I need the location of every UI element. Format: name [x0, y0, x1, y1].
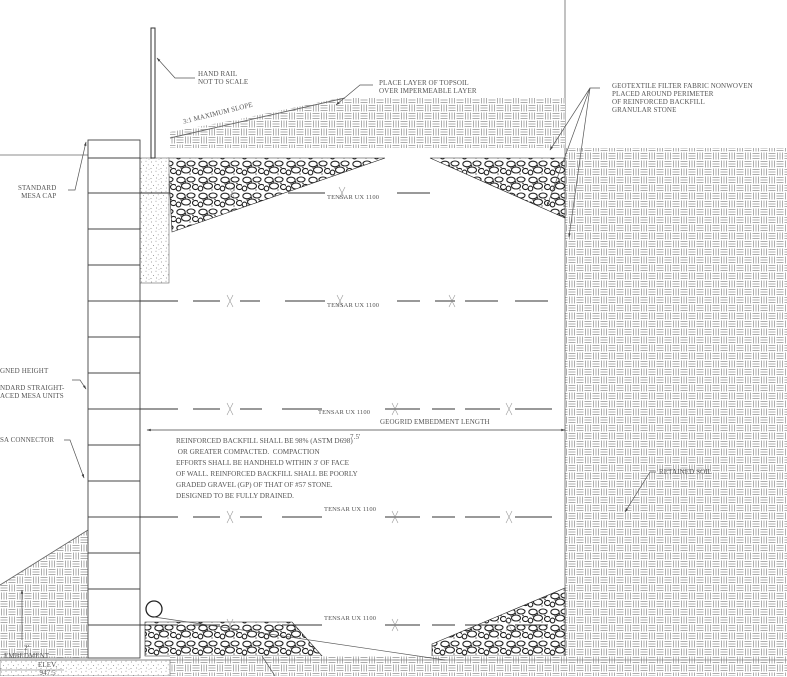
geogrid-label-2: TENSAR UX 1100: [327, 302, 380, 309]
embedment-length-value: 7.5': [350, 433, 361, 441]
geogrid-label-5: TENSAR UX 1100: [324, 615, 377, 622]
geogrid-label-1: TENSAR UX 1100: [327, 194, 380, 201]
drain-pipe: [145, 600, 446, 661]
hand-rail-label: HAND RAIL NOT TO SCALE: [198, 70, 249, 86]
geogrid-layers: [140, 192, 552, 626]
geogrid-markers: [226, 186, 513, 632]
leader-lines: [20, 57, 656, 676]
topsoil-layer: [169, 97, 565, 148]
geogrid-label-4: TENSAR UX 1100: [324, 506, 377, 513]
connector-label: SA CONNECTOR: [0, 436, 55, 444]
designed-height-label: GNED HEIGHT: [0, 367, 49, 375]
geogrid-label-3: TENSAR UX 1100: [318, 409, 371, 416]
foundation-soil: [0, 656, 787, 676]
topsoil-label: PLACE LAYER OF TOPSOIL OVER IMPERMEABLE …: [379, 79, 477, 95]
embedment-length-label: GEOGRID EMBEDMENT LENGTH: [380, 418, 490, 426]
elevation-label: ELEV. 947.5: [38, 661, 58, 677]
hand-rail: [150, 27, 156, 159]
front-slope: [0, 154, 89, 671]
embedment-depth-label: 2' EMBEDMENT: [4, 644, 50, 660]
mesa-block-wall: [87, 139, 141, 659]
drainage-stone: [144, 157, 566, 657]
geotextile-label: GEOTEXTILE FILTER FABRIC NONWOVEN PLACED…: [612, 82, 753, 114]
backfill-note: REINFORCED BACKFILL SHALL BE 98% (ASTM D…: [176, 437, 358, 500]
drainage-column: [139, 157, 170, 284]
retained-soil-hatch: [564, 0, 787, 660]
retained-soil-label: RETAINED SOIL: [659, 468, 713, 476]
mesa-units-label: NDARD STRAIGHT- ACED MESA UNITS: [0, 384, 65, 400]
mesa-cap-label: STANDARD MESA CAP: [18, 184, 57, 200]
